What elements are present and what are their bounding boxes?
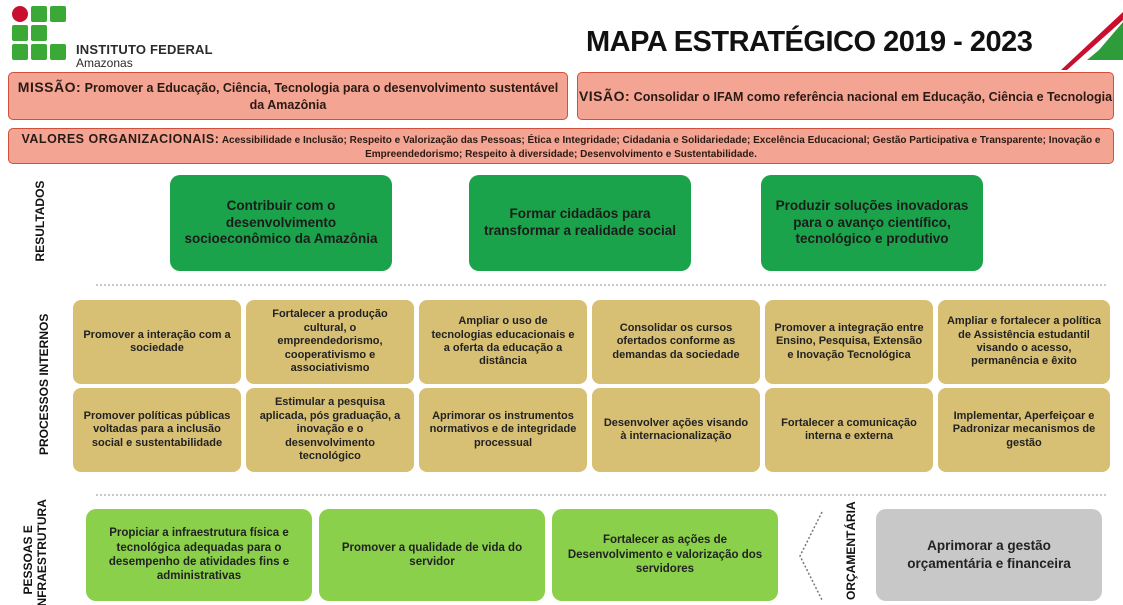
vision-box: VISÃO: Consolidar o IFAM como referência… [577,72,1114,120]
people-box: Fortalecer as ações de Desenvolvimento e… [552,509,778,601]
process-box: Estimular a pesquisa aplicada, pós gradu… [246,388,414,472]
budget-box: Aprimorar a gestão orçamentária e financ… [876,509,1102,601]
result-box: Formar cidadãos para transformar a reali… [469,175,691,271]
mission-label: MISSÃO: [17,79,82,96]
budget-bracket-icon [799,511,823,601]
process-box: Desenvolver ações visando à internaciona… [592,388,760,472]
row-label-people-line2: INFRAESTRUTURA [35,499,49,605]
process-box: Promover a integração entre Ensino, Pesq… [765,300,933,384]
result-box: Produzir soluções inovadoras para o avan… [761,175,983,271]
separator-processes [96,494,1106,496]
process-box: Ampliar o uso de tecnologias educacionai… [419,300,587,384]
vision-label: VISÃO: [578,87,631,104]
row-label-people-line1: PESSOAS E [21,525,36,595]
process-box: Aprimorar os instrumentos normativos e d… [419,388,587,472]
separator-results [96,284,1106,286]
process-box: Fortalecer a comunicação interna e exter… [765,388,933,472]
institution-name: INSTITUTO FEDERAL [76,42,213,57]
result-box: Contribuir com o desenvolvimento socioec… [170,175,392,271]
page-title: MAPA ESTRATÉGICO 2019 - 2023 [586,26,1033,58]
mission-box: MISSÃO: Promover a Educação, Ciência, Te… [8,72,568,120]
row-label-budget: ORÇAMENTÁRIA [844,501,858,600]
row-label-people: PESSOAS E INFRAESTRUTURA [21,499,50,605]
institution-logo: INSTITUTO FEDERAL Amazonas [12,6,252,70]
institution-campus: Amazonas [76,56,133,70]
logo-mark-icon [12,6,68,64]
process-box: Implementar, Aperfeiçoar e Padronizar me… [938,388,1110,472]
vision-text: Consolidar o IFAM como referência nacion… [633,89,1113,104]
people-box: Propiciar a infraestrutura física e tecn… [86,509,312,601]
process-box: Promover políticas públicas voltadas par… [73,388,241,472]
row-label-processes: PROCESSOS INTERNOS [37,313,51,455]
process-box: Consolidar os cursos ofertados conforme … [592,300,760,384]
process-box: Promover a interação com a sociedade [73,300,241,384]
people-box: Promover a qualidade de vida do servidor [319,509,545,601]
corner-stripe-decoration [1061,12,1123,70]
mission-text: Promover a Educação, Ciência, Tecnologia… [84,81,559,112]
process-box: Fortalecer a produção cultural, o empree… [246,300,414,384]
values-box: VALORES ORGANIZACIONAIS: Acessibilidade … [8,128,1114,164]
values-label: VALORES ORGANIZACIONAIS: [21,131,220,146]
row-label-results: RESULTADOS [33,180,47,262]
values-text: Acessibilidade e Inclusão; Respeito e Va… [221,134,1101,160]
process-box: Ampliar e fortalecer a política de Assis… [938,300,1110,384]
